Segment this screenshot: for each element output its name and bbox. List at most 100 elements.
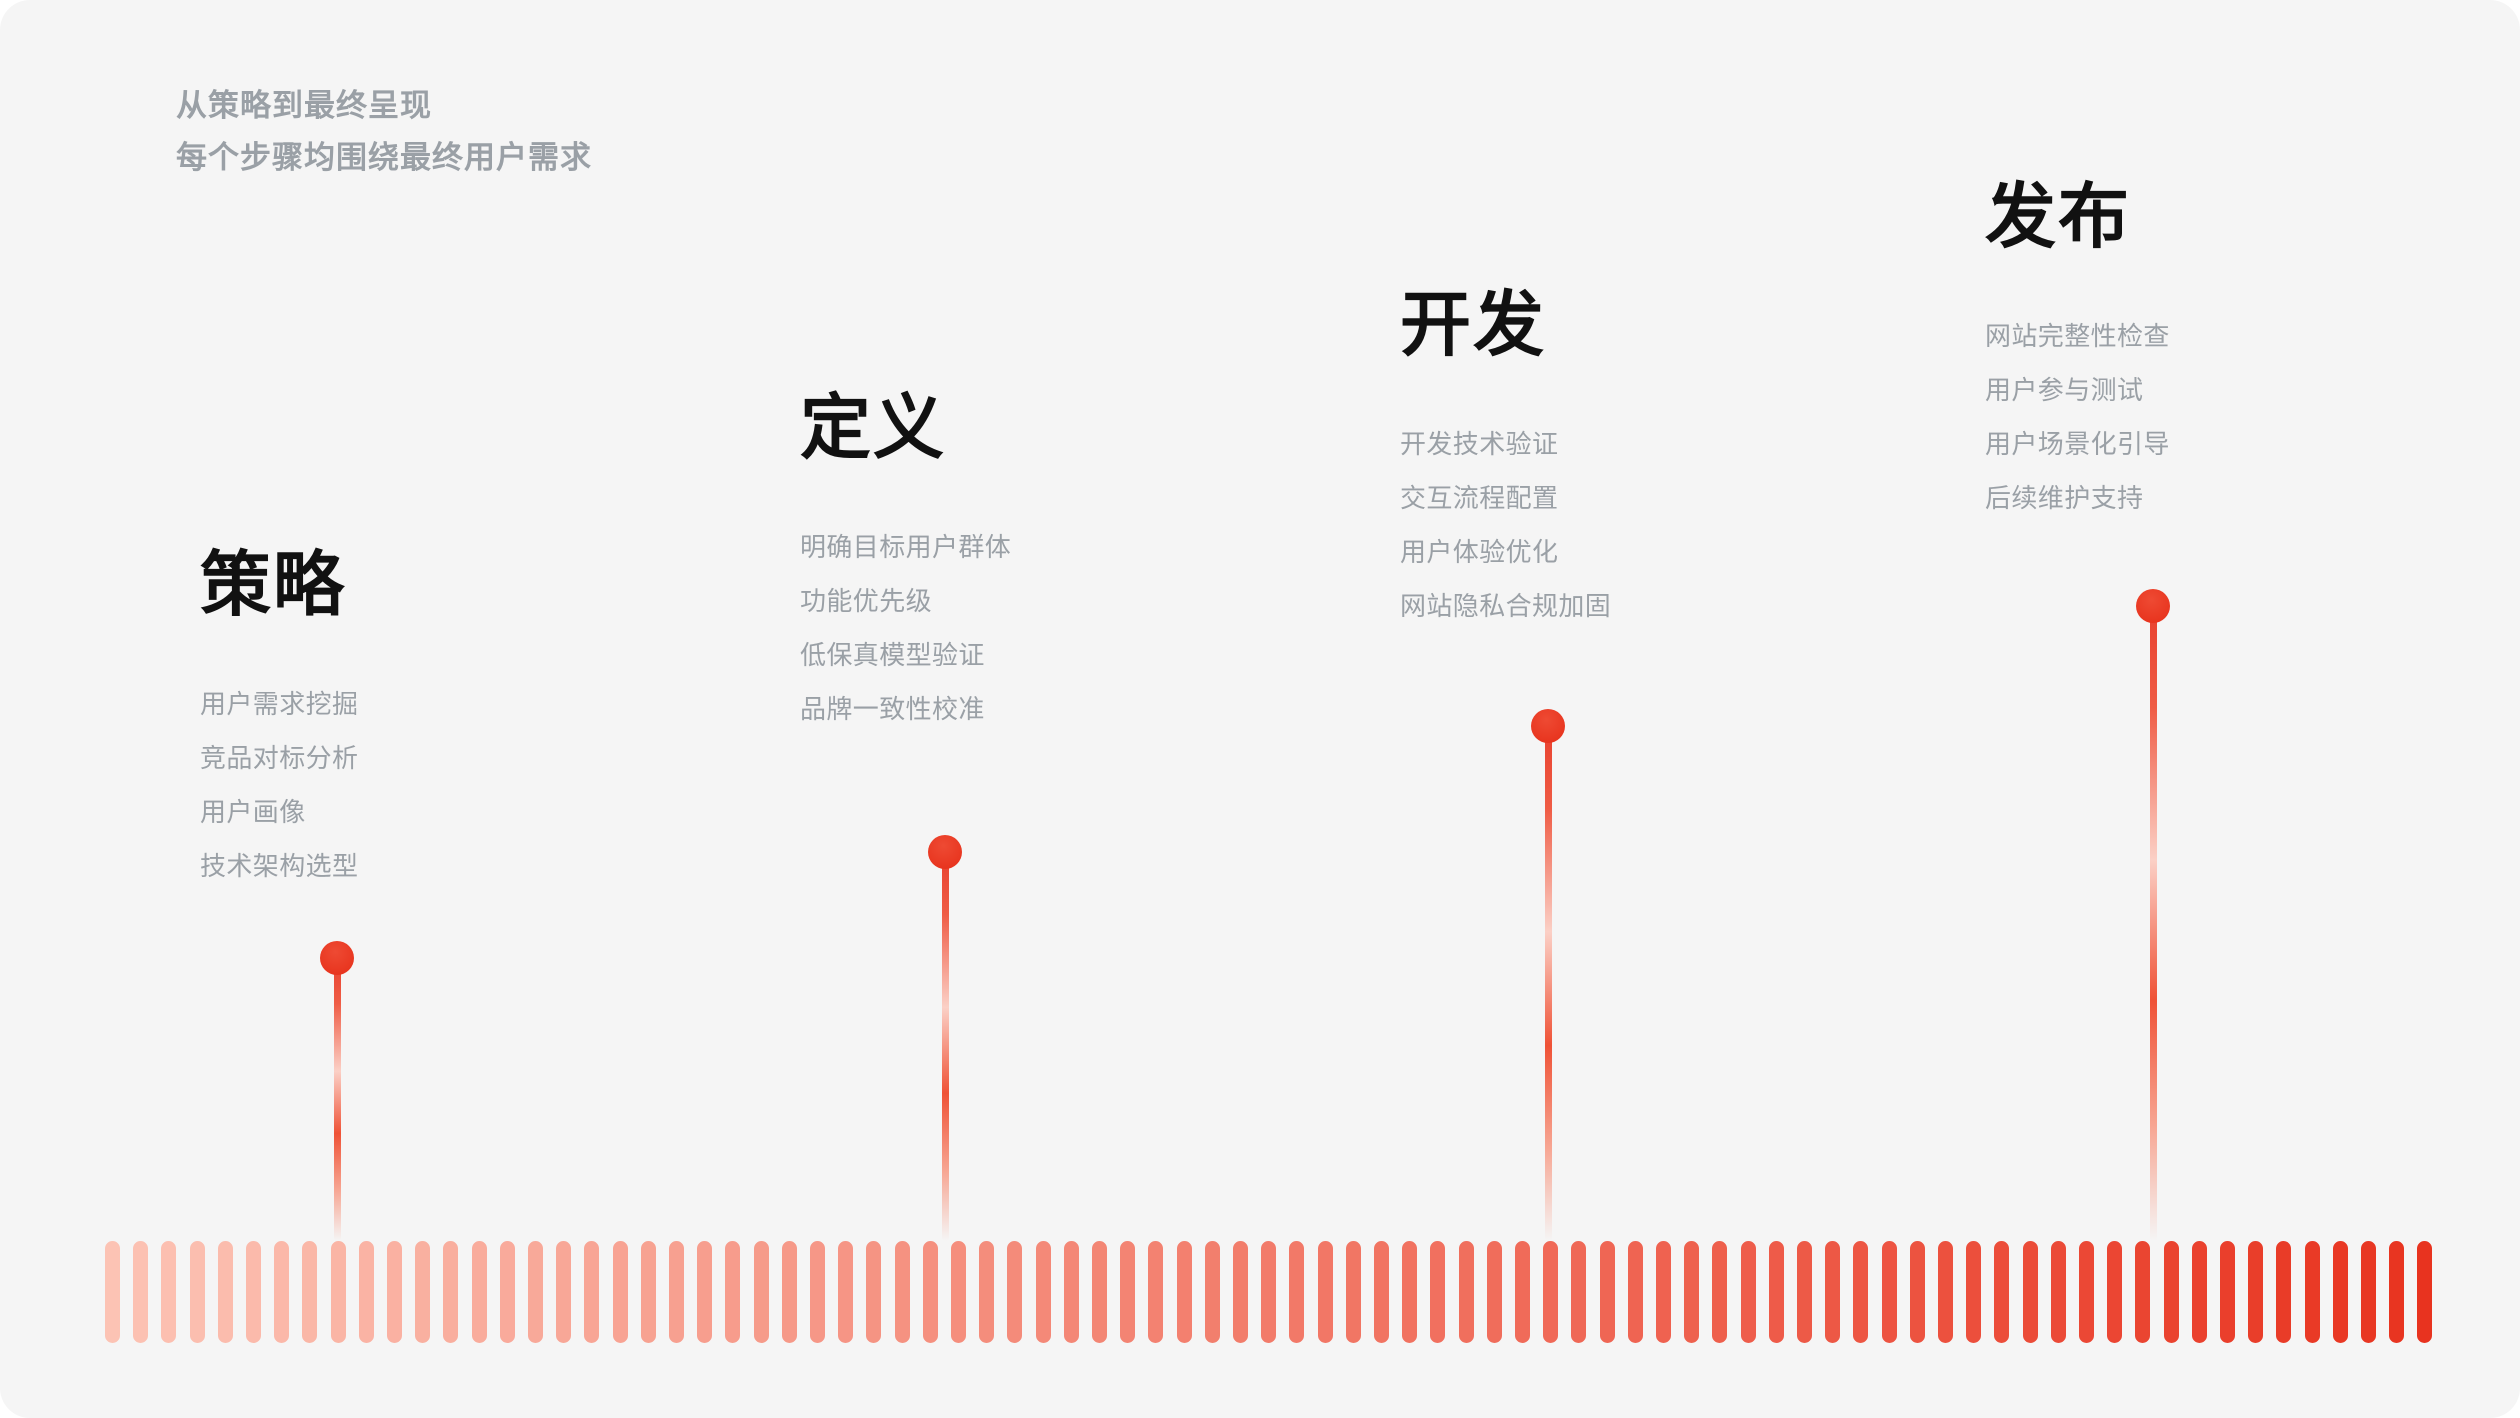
bar-tick xyxy=(2220,1241,2235,1343)
stage-item-list-2: 明确目标用户群体功能优先级低保真模型验证品牌一致性校准 xyxy=(800,520,1011,736)
bar-tick xyxy=(1345,1241,1361,1343)
bar-tick xyxy=(1684,1241,1700,1343)
stage-item: 竞品对标分析 xyxy=(200,743,359,773)
stage-title-1: 策略 xyxy=(200,546,347,625)
bar-tick xyxy=(2361,1241,2376,1343)
bar-tick xyxy=(1881,1241,1897,1343)
stage-item: 用户需求挖掘 xyxy=(200,689,359,719)
bar-tick xyxy=(2304,1241,2320,1343)
stage-item: 用户参与测试 xyxy=(1985,375,2144,405)
bar-tick xyxy=(471,1241,487,1343)
bar-tick xyxy=(2276,1241,2292,1343)
bar-tick xyxy=(302,1241,318,1343)
bar-tick xyxy=(1966,1241,1982,1343)
bar-tick xyxy=(1712,1241,1728,1343)
bar-tick xyxy=(1853,1241,1869,1343)
bar-tick xyxy=(640,1241,656,1343)
bar-tick xyxy=(2248,1241,2264,1343)
bar-tick xyxy=(1515,1241,1530,1343)
stage-group-2: 定义明确目标用户群体功能优先级低保真模型验证品牌一致性校准 xyxy=(800,393,1011,736)
stage-group-3: 开发开发技术验证交互流程配置用户体验优化网站隐私合规加固 xyxy=(1400,290,1611,633)
bar-row xyxy=(0,1241,2520,1343)
bar-tick xyxy=(2135,1241,2151,1343)
bar-tick xyxy=(161,1241,177,1343)
stage-stem-1 xyxy=(333,958,341,1241)
bar-tick xyxy=(1261,1241,1277,1343)
bar-tick xyxy=(1120,1241,1136,1343)
stage-item-list-4: 网站完整性检查用户参与测试用户场景化引导后续维护支持 xyxy=(1985,309,2170,525)
bar-tick xyxy=(2332,1241,2348,1343)
bar-tick xyxy=(612,1241,628,1343)
bar-tick xyxy=(922,1241,938,1343)
bar-tick xyxy=(1204,1241,1220,1343)
stage-item: 开发技术验证 xyxy=(1400,429,1559,459)
stage-item: 低保真模型验证 xyxy=(800,640,985,670)
bar-tick xyxy=(1458,1241,1474,1343)
bar-tick xyxy=(443,1241,459,1343)
bar-tick xyxy=(1176,1241,1192,1343)
bar-tick xyxy=(528,1241,543,1343)
stage-item: 交互流程配置 xyxy=(1400,483,1559,513)
bar-tick xyxy=(330,1241,346,1343)
bar-tick xyxy=(866,1241,882,1343)
bar-tick xyxy=(2050,1241,2066,1343)
bar-tick xyxy=(753,1241,769,1343)
bar-tick xyxy=(1233,1241,1248,1343)
bar-tick xyxy=(556,1241,572,1343)
bar-tick xyxy=(1768,1241,1784,1343)
bar-tick xyxy=(810,1241,825,1343)
bar-tick xyxy=(358,1241,374,1343)
bar-tick xyxy=(1599,1241,1615,1343)
header-line-1: 从策略到最终呈现 xyxy=(176,88,432,123)
stage-stem-4 xyxy=(2149,606,2157,1241)
stage-item: 明确目标用户群体 xyxy=(800,532,1012,562)
bar-tick xyxy=(1374,1241,1389,1343)
stage-title-3: 开发 xyxy=(1400,286,1547,365)
bar-tick xyxy=(2389,1241,2405,1343)
bar-tick xyxy=(1007,1241,1023,1343)
stage-item: 网站完整性检查 xyxy=(1985,321,2170,351)
stage-marker-dot-4[interactable] xyxy=(2136,589,2170,623)
bar-tick xyxy=(1797,1241,1812,1343)
stage-item: 用户场景化引导 xyxy=(1985,429,2170,459)
bar-tick xyxy=(2163,1241,2179,1343)
bar-tick xyxy=(669,1241,684,1343)
bar-tick xyxy=(584,1241,600,1343)
bar-tick xyxy=(979,1241,995,1343)
bar-tick xyxy=(1656,1241,1671,1343)
bar-tick xyxy=(697,1241,713,1343)
bar-tick xyxy=(387,1241,402,1343)
bar-tick xyxy=(838,1241,854,1343)
header-line-2: 每个步骤均围绕最终用户需求 xyxy=(176,140,592,175)
stage-title-2: 定义 xyxy=(800,389,947,468)
stage-item-list-1: 用户需求挖掘竞品对标分析用户画像技术架构选型 xyxy=(200,677,358,893)
stage-item: 品牌一致性校准 xyxy=(800,694,985,724)
stage-marker-dot-1[interactable] xyxy=(320,941,354,975)
bar-tick xyxy=(1486,1241,1502,1343)
bar-tick xyxy=(781,1241,797,1343)
bar-tick xyxy=(1740,1241,1756,1343)
stage-stem-2 xyxy=(941,852,949,1241)
bar-tick xyxy=(133,1241,149,1343)
bar-tick xyxy=(246,1241,261,1343)
stage-title-4: 发布 xyxy=(1985,178,2132,257)
bar-tick xyxy=(1627,1241,1643,1343)
stage-marker-dot-2[interactable] xyxy=(928,835,962,869)
bar-tick xyxy=(1317,1241,1333,1343)
bar-tick xyxy=(1938,1241,1953,1343)
bar-tick xyxy=(951,1241,966,1343)
bar-tick xyxy=(1571,1241,1587,1343)
stage-item: 技术架构选型 xyxy=(200,851,359,881)
bar-tick xyxy=(2191,1241,2207,1343)
stage-marker-dot-3[interactable] xyxy=(1531,709,1565,743)
bar-tick xyxy=(2107,1241,2123,1343)
bar-tick xyxy=(1035,1241,1051,1343)
stage-stem-3 xyxy=(1544,726,1552,1241)
page-header: 从策略到最终呈现 每个步骤均围绕最终用户需求 xyxy=(176,80,1176,184)
stage-item: 用户体验优化 xyxy=(1400,537,1559,567)
bar-tick xyxy=(2417,1241,2433,1343)
bar-tick xyxy=(1092,1241,1107,1343)
bar-tick xyxy=(2022,1241,2038,1343)
bar-tick xyxy=(1994,1241,2010,1343)
